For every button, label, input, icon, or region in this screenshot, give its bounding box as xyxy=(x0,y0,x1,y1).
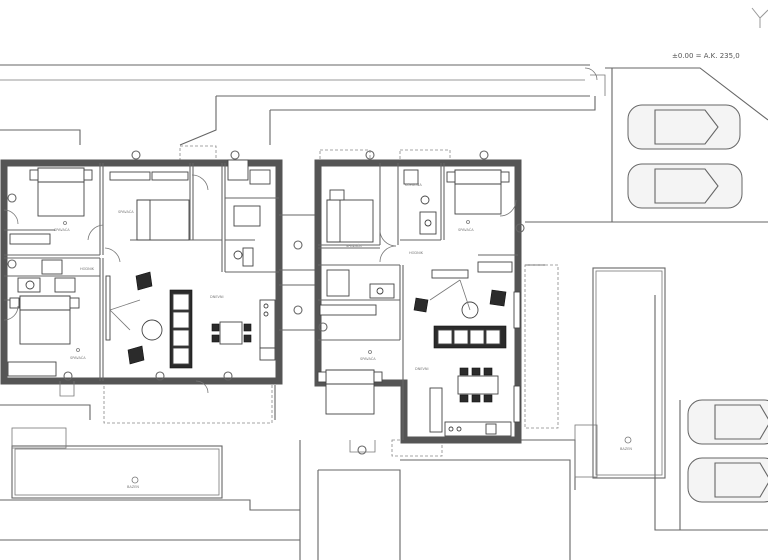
bedroom-3: SPAVAĆA xyxy=(7,295,86,377)
pool-right: BAZEN xyxy=(574,267,666,479)
bathroom-left xyxy=(17,169,271,293)
svg-text:DNEVNI: DNEVNI xyxy=(210,295,224,299)
bathroom-right: KUPAONA xyxy=(319,169,437,316)
svg-text:KUPAONA: KUPAONA xyxy=(405,183,422,187)
unit-right-walls xyxy=(314,159,522,444)
connector-corridor xyxy=(279,214,318,331)
dining-right xyxy=(429,367,512,437)
svg-text:BAZEN: BAZEN xyxy=(127,485,139,489)
car-icon xyxy=(687,457,768,503)
entrance-left: HODNIK xyxy=(7,150,240,397)
elevation-note: ±0.00 = A.K. 235,0 xyxy=(672,52,740,60)
bedroom-4: SPAVAĆA xyxy=(326,189,374,248)
bedroom-1: SPAVAĆA xyxy=(29,167,93,232)
car-icon xyxy=(687,399,768,445)
door-arcs xyxy=(3,209,209,394)
svg-text:SPAVAĆA: SPAVAĆA xyxy=(346,243,362,248)
svg-text:SPAVAĆA: SPAVAĆA xyxy=(70,355,86,360)
pool-left: BAZEN xyxy=(11,427,223,499)
bedroom-6: SPAVAĆA xyxy=(317,350,383,415)
entrance-right: HODNIK xyxy=(318,150,525,455)
wardrobes xyxy=(9,159,261,245)
living-area-right: DNEVNI xyxy=(413,261,513,371)
car-icon xyxy=(627,104,741,150)
svg-text:SPAVAĆA: SPAVAĆA xyxy=(118,209,134,214)
svg-text:DNEVNI: DNEVNI xyxy=(415,367,429,371)
svg-text:SPAVAĆA: SPAVAĆA xyxy=(360,356,376,361)
dining-left xyxy=(211,299,276,361)
living-area-left: DNEVNI xyxy=(105,271,224,369)
bedroom-2: SPAVAĆA xyxy=(118,171,190,241)
terrace-outlines xyxy=(103,145,559,457)
site-boundary xyxy=(0,64,768,560)
svg-text:HODNIK: HODNIK xyxy=(409,251,424,255)
svg-text:HODNIK: HODNIK xyxy=(80,267,95,271)
svg-text:BAZEN: BAZEN xyxy=(620,447,632,451)
north-arrow-icon xyxy=(751,7,768,28)
svg-text:SPAVAĆA: SPAVAĆA xyxy=(458,227,474,232)
car-icon xyxy=(627,163,743,209)
svg-text:SPAVAĆA: SPAVAĆA xyxy=(54,227,70,232)
bedroom-5: SPAVAĆA xyxy=(446,169,510,232)
